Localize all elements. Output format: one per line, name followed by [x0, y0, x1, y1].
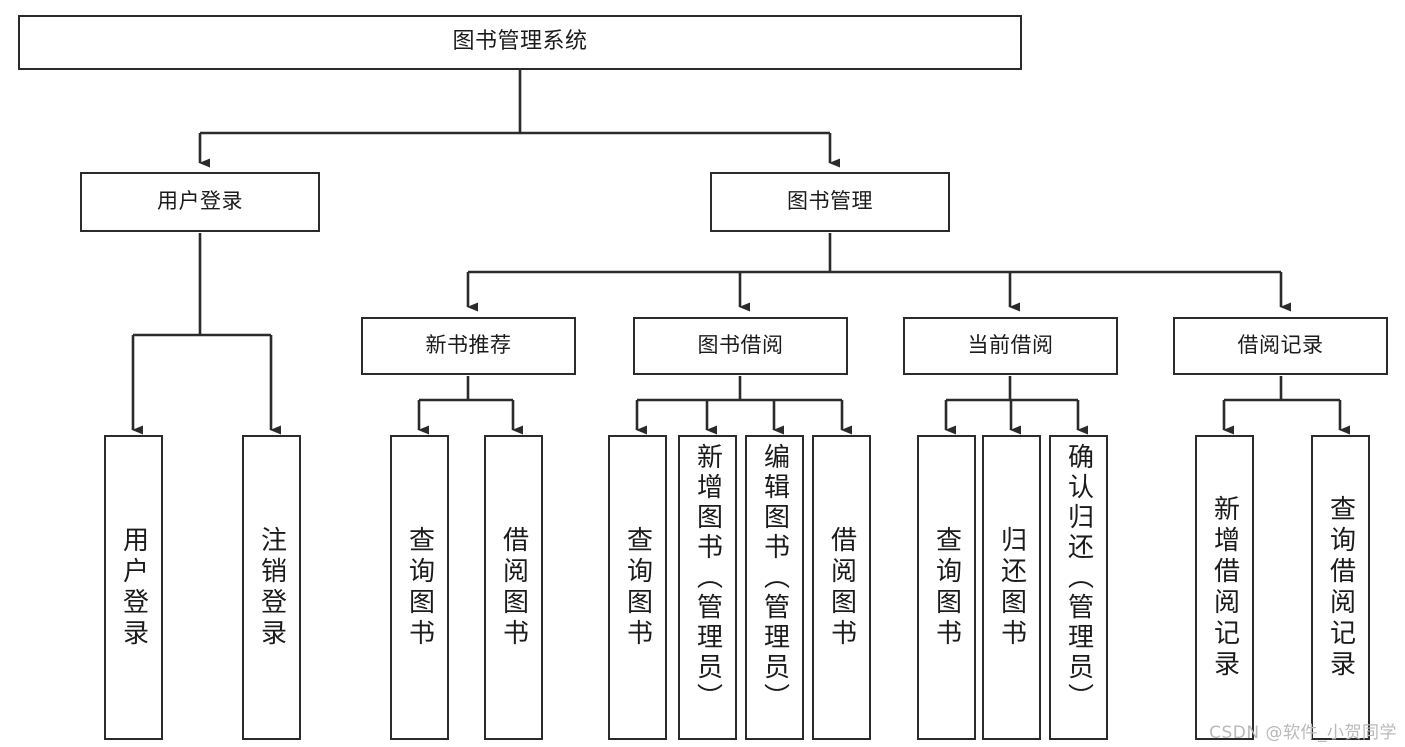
leaf-new-books-query[interactable]: 查询图书	[390, 435, 449, 740]
node-root-label: 图书管理系统	[452, 29, 588, 55]
leaf-records-query[interactable]: 查询借阅记录	[1311, 435, 1370, 740]
leaf-new-books-borrow-label: 借阅图书	[498, 525, 529, 650]
node-book-management[interactable]: 图书管理	[710, 172, 950, 232]
leaf-current-query-label: 查询图书	[931, 525, 962, 650]
leaf-new-books-borrow[interactable]: 借阅图书	[484, 435, 543, 740]
node-user-login-label: 用户登录	[157, 189, 243, 214]
node-new-book-recommend-label: 新书推荐	[425, 333, 512, 358]
node-user-login[interactable]: 用户登录	[80, 172, 320, 232]
leaf-borrow-add-book-label: 新增图书（管理员）	[692, 443, 723, 713]
leaf-borrow-borrow-book[interactable]: 借阅图书	[812, 435, 871, 740]
node-book-borrow-label: 图书借阅	[697, 333, 784, 358]
leaf-borrow-query-label: 查询图书	[622, 525, 653, 650]
leaf-user-login-signin[interactable]: 用户登录	[104, 435, 163, 740]
leaf-borrow-add-book[interactable]: 新增图书（管理员）	[678, 435, 737, 740]
leaf-borrow-edit-book-label: 编辑图书（管理员）	[759, 443, 790, 713]
node-current-borrow-label: 当前借阅	[967, 333, 1054, 358]
leaf-borrow-borrow-book-label: 借阅图书	[826, 525, 857, 650]
node-book-management-label: 图书管理	[787, 189, 873, 214]
node-book-borrow[interactable]: 图书借阅	[633, 317, 848, 375]
leaf-records-query-label: 查询借阅记录	[1325, 494, 1356, 681]
leaf-records-add-label: 新增借阅记录	[1209, 494, 1240, 681]
leaf-current-return-label: 归还图书	[996, 525, 1027, 650]
node-current-borrow[interactable]: 当前借阅	[903, 317, 1118, 375]
leaf-current-return[interactable]: 归还图书	[982, 435, 1041, 740]
leaf-new-books-query-label: 查询图书	[404, 525, 435, 650]
leaf-user-login-signout[interactable]: 注销登录	[242, 435, 301, 740]
leaf-records-add[interactable]: 新增借阅记录	[1195, 435, 1254, 740]
node-borrow-records[interactable]: 借阅记录	[1173, 317, 1388, 375]
node-new-book-recommend[interactable]: 新书推荐	[361, 317, 576, 375]
leaf-borrow-edit-book[interactable]: 编辑图书（管理员）	[745, 435, 804, 740]
node-borrow-records-label: 借阅记录	[1237, 333, 1324, 358]
node-root[interactable]: 图书管理系统	[18, 15, 1022, 70]
leaf-user-login-signin-label: 用户登录	[118, 525, 149, 650]
leaf-current-query[interactable]: 查询图书	[917, 435, 976, 740]
leaf-borrow-query[interactable]: 查询图书	[608, 435, 667, 740]
leaf-user-login-signout-label: 注销登录	[256, 525, 287, 650]
leaf-current-confirm-return[interactable]: 确认归还（管理员）	[1049, 435, 1108, 740]
leaf-current-confirm-return-label: 确认归还（管理员）	[1063, 443, 1094, 713]
